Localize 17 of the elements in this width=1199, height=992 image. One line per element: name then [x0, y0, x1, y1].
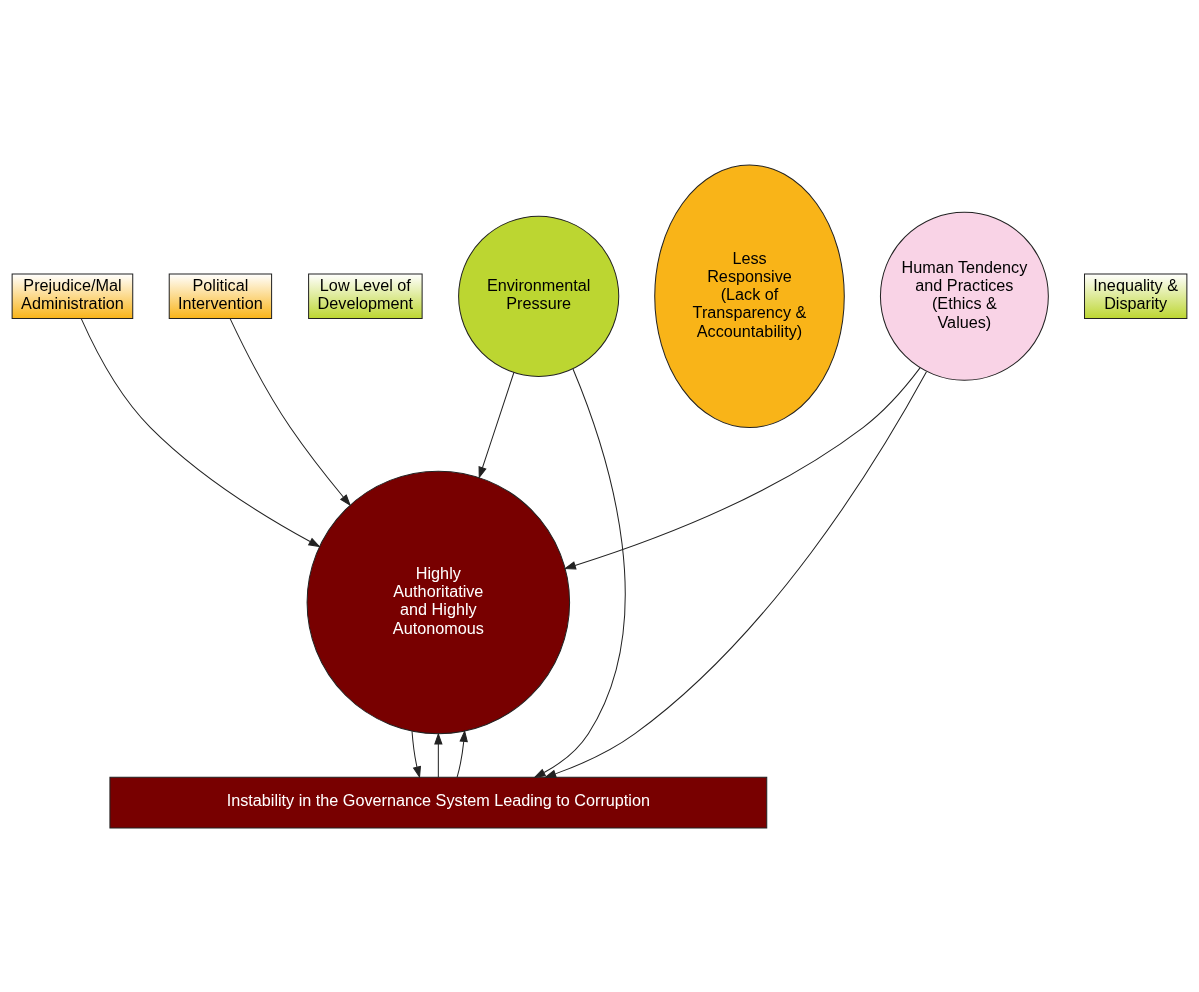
node-circle: Human Tendency and Practices (Ethics & Values) — [879, 211, 1049, 381]
arrow — [533, 368, 626, 778]
arrow — [80, 317, 321, 547]
arrow — [563, 366, 921, 569]
node-box: Instability in the Governance System Leading to Corruption — [109, 776, 768, 828]
arrow — [434, 731, 443, 778]
arrow — [478, 371, 515, 479]
arrow — [456, 729, 468, 778]
node-box: Prejudice/Mal Administration — [11, 273, 134, 319]
node-box: Political Intervention — [168, 273, 273, 319]
arrow — [544, 370, 927, 778]
node-circle: Environmental Pressure — [458, 215, 620, 377]
node-box: Inequality & Disparity — [1084, 273, 1188, 319]
node-ellipse: Less Responsive (Lack of Transparency & Accountability) — [654, 164, 845, 428]
arrow — [411, 730, 422, 778]
node-box: Low Level of Development — [308, 273, 423, 319]
arrow — [229, 317, 351, 506]
